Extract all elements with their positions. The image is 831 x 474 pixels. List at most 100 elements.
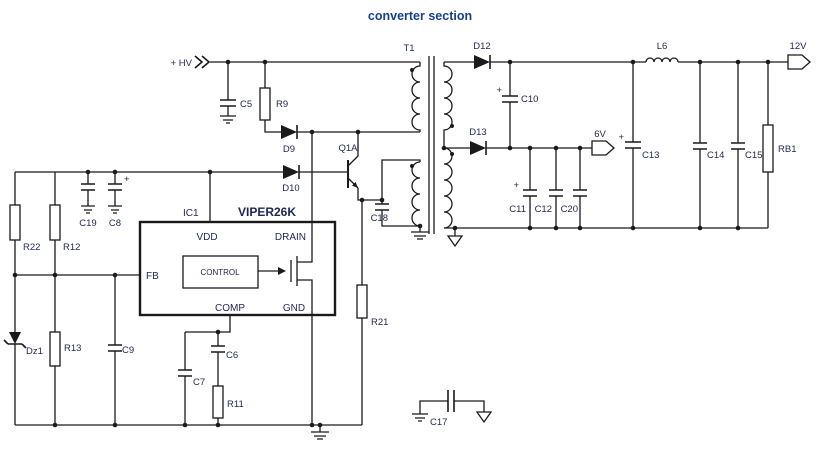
secondary-winding-top xyxy=(443,62,453,148)
t1-label: T1 xyxy=(403,43,414,54)
ground-icon xyxy=(81,205,95,214)
secondary-winding-bottom xyxy=(443,147,453,229)
ic-viper26k: IC1 VIPER26K VDD DRAIN FB COMP GND CONTR… xyxy=(138,205,337,317)
c14-label: C14 xyxy=(707,150,724,161)
control-block xyxy=(182,255,259,289)
resistor-r13: R13 xyxy=(49,331,81,367)
output-12v-connector: 12V xyxy=(787,41,811,70)
ground-icon xyxy=(108,205,122,214)
capacitor-c17: C17 xyxy=(430,390,455,428)
capacitor-c13: + C13 xyxy=(618,132,659,161)
c19-label: C19 xyxy=(79,218,96,229)
transformer-phase-dot xyxy=(450,152,454,156)
resistor-r22: R22 xyxy=(9,204,40,253)
capacitor-c15: C15 xyxy=(731,142,762,161)
r22-label: R22 xyxy=(23,242,40,253)
c13-plus-sign: + xyxy=(618,132,624,143)
transformer-phase-dot xyxy=(410,68,414,72)
d9-label: D9 xyxy=(283,144,295,155)
c5-label: C5 xyxy=(240,99,252,110)
transformer-phase-dot xyxy=(410,164,414,168)
wires-secondary-side xyxy=(419,61,788,414)
output-6v-connector: 6V xyxy=(591,129,615,156)
comp-pin-label: COMP xyxy=(215,303,245,314)
l6-label: L6 xyxy=(657,41,668,52)
earth-ground-icon xyxy=(475,411,493,424)
ground-symbols xyxy=(81,115,493,440)
aux-winding xyxy=(411,161,421,227)
c13-label: C13 xyxy=(642,150,659,161)
rb1-label: RB1 xyxy=(778,144,796,155)
d13-label: D13 xyxy=(469,127,486,138)
ground-icon xyxy=(220,115,236,124)
c6-label: C6 xyxy=(226,350,238,361)
c8-label: C8 xyxy=(109,218,121,229)
dz1-label: Dz1 xyxy=(26,346,43,357)
resistor-r11: R11 xyxy=(212,385,244,419)
resistor-rb1: RB1 xyxy=(762,124,796,173)
part-number-label: VIPER26K xyxy=(238,205,296,219)
capacitor-c9: C9 xyxy=(108,344,134,356)
r21-label: R21 xyxy=(371,317,388,328)
zener-dz1: Dz1 xyxy=(3,332,43,357)
capacitor-c20: C20 xyxy=(561,189,587,215)
capacitor-c12: C12 xyxy=(535,189,563,215)
d10-label: D10 xyxy=(282,183,299,194)
capacitor-c10: + C10 xyxy=(496,85,538,105)
c10-label: C10 xyxy=(521,94,538,105)
c10-plus-sign: + xyxy=(496,85,502,96)
diode-d13: D13 xyxy=(469,127,487,155)
ground-icon xyxy=(412,413,428,422)
diode-d12: D12 xyxy=(473,41,491,69)
c11-label: C11 xyxy=(509,204,526,215)
primary-winding xyxy=(411,62,421,132)
c20-label: C20 xyxy=(561,204,578,215)
6v-arrow-icon xyxy=(591,140,615,156)
c12-label: C12 xyxy=(535,204,552,215)
capacitor-c5: C5 xyxy=(220,99,252,110)
ground-icon xyxy=(311,431,329,440)
ground-icon xyxy=(411,231,429,240)
capacitor-c8: + C8 xyxy=(108,174,130,229)
diode-d9: D9 xyxy=(281,125,298,155)
control-label: CONTROL xyxy=(200,268,240,277)
r12-label: R12 xyxy=(63,242,80,253)
capacitor-c18: C18 xyxy=(371,203,389,224)
r9-label: R9 xyxy=(276,99,288,110)
6v-label: 6V xyxy=(594,129,606,140)
page-title: converter section xyxy=(368,9,472,23)
vdd-pin-label: VDD xyxy=(196,232,217,243)
ic-body xyxy=(138,220,337,317)
drain-pin-label: DRAIN xyxy=(275,232,306,243)
inductor-l6: L6 xyxy=(645,41,679,63)
c17-label: C17 xyxy=(430,417,447,428)
hv-label: + HV xyxy=(171,58,193,69)
transistor-q1a: Q1A xyxy=(338,143,358,188)
c8-plus-sign: + xyxy=(124,174,130,185)
junction-dots xyxy=(12,59,771,428)
capacitor-c11: + C11 xyxy=(509,180,537,215)
c9-label: C9 xyxy=(122,345,134,356)
hv-chevron-icon xyxy=(194,55,211,69)
c7-label: C7 xyxy=(193,377,205,388)
r13-label: R13 xyxy=(64,343,81,354)
12v-arrow-icon xyxy=(787,54,811,70)
fb-pin-label: FB xyxy=(146,271,159,282)
transformer-t1: T1 xyxy=(403,43,454,234)
q1a-label: Q1A xyxy=(338,143,358,154)
resistor-r12: R12 xyxy=(49,204,80,253)
c18-label: C18 xyxy=(371,213,388,224)
gnd-pin-label: GND xyxy=(283,303,305,314)
capacitor-c14: C14 xyxy=(693,142,724,161)
gate-arrow-icon xyxy=(278,267,286,275)
earth-ground-icon xyxy=(446,235,464,248)
ic1-label: IC1 xyxy=(183,208,199,219)
r11-label: R11 xyxy=(227,399,244,410)
transformer-core xyxy=(428,56,435,234)
c15-label: C15 xyxy=(745,150,762,161)
resistor-r9: R9 xyxy=(259,87,288,121)
hv-input-connector: + HV xyxy=(171,55,211,69)
q1a-emitter-arrow-icon xyxy=(352,181,358,188)
transformer-phase-dot xyxy=(450,124,454,128)
